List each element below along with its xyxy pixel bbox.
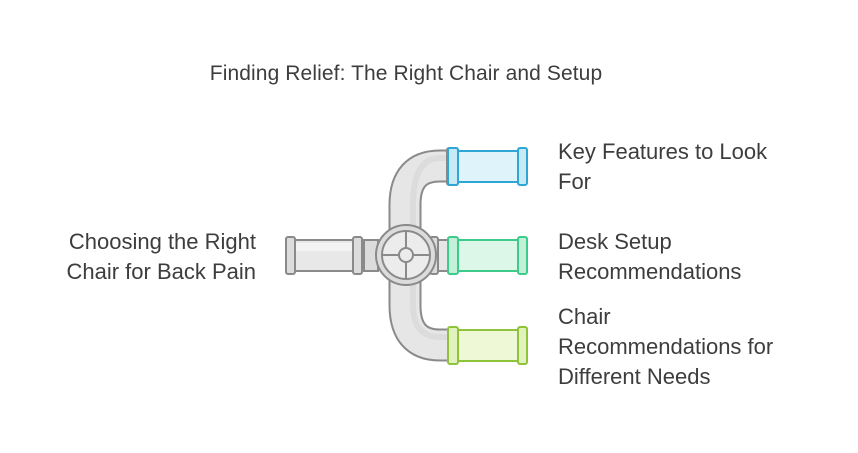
input-pipe	[285, 236, 379, 275]
output-pipe-desk-setup	[447, 236, 528, 275]
valve-junction	[375, 224, 437, 286]
output-label-desk-setup: Desk Setup Recommendations	[558, 229, 742, 284]
source-label: Choosing the Right Chair for Back Pain	[66, 229, 256, 284]
output-label-key-features: Key Features to Look For	[558, 139, 768, 194]
output-pipe-chair-recommendations	[447, 326, 528, 365]
diagram-title: Finding Relief: The Right Chair and Setu…	[209, 62, 603, 85]
output-pipe-key-features	[446, 147, 528, 186]
output-label-chair-recommendations: Chair Recommendations for Different Need…	[558, 304, 774, 389]
